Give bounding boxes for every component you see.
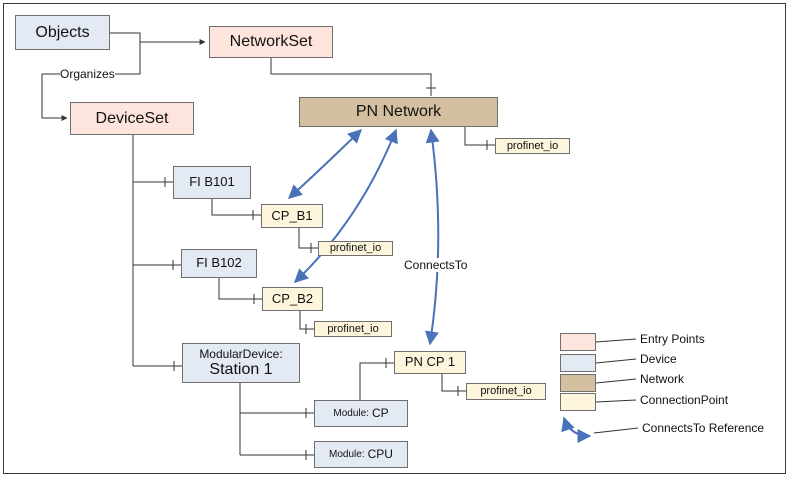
- organizes-label: Organizes: [60, 67, 115, 81]
- module-cp-node: Module: CP: [314, 400, 408, 427]
- deviceset-node: DeviceSet: [70, 102, 194, 135]
- networkset-to-pn-network-line: [270, 58, 432, 96]
- modular-device-node: ModularDevice: Station 1: [182, 343, 300, 383]
- legend-swatch-entry: [560, 333, 596, 351]
- modular-device-type: ModularDevice:: [199, 346, 283, 361]
- fib101-node: FI B101: [173, 166, 251, 199]
- fib102-node: FI B102: [181, 249, 257, 278]
- cpb1-profinet-node: profinet_io: [318, 241, 393, 256]
- legend-label-network: Network: [640, 372, 685, 386]
- networkset-node: NetworkSet: [209, 26, 333, 58]
- organizes-line: [41, 42, 141, 121]
- cpb2-node: CP_B2: [262, 287, 323, 311]
- connects-to-label: ConnectsTo: [404, 258, 468, 272]
- pn-network-profinet-node: profinet_io: [495, 138, 570, 154]
- diagram-frame: [3, 3, 786, 474]
- pn-cp1-node: PN CP 1: [394, 351, 466, 374]
- legend-swatch-device: [560, 354, 596, 372]
- pn-network-prop-line: [464, 127, 495, 146]
- fib102-to-cpb2-line: [218, 278, 262, 300]
- legend-label-connects-to-reference: ConnectsTo Reference: [642, 421, 765, 435]
- pn-cp1-profinet-node: profinet_io: [466, 383, 546, 400]
- module-cp-to-pncp1-line: [359, 362, 394, 400]
- connects-to-arrow-cpb2: [293, 128, 398, 283]
- pncp1-prop-line: [441, 374, 466, 392]
- legend-label-device: Device: [640, 352, 677, 366]
- cpb2-prop-line: [299, 311, 314, 330]
- legend-label-connection-point: ConnectionPoint: [640, 393, 729, 407]
- objects-to-networkset-line: [110, 32, 206, 45]
- legend-swatch-connection-point: [560, 393, 596, 411]
- cpb2-profinet-node: profinet_io: [314, 321, 392, 337]
- pn-network-node: PN Network: [299, 97, 498, 127]
- fib101-to-cpb1-line: [211, 199, 261, 216]
- connects-to-arrow-cpb1: [287, 129, 363, 199]
- legend-swatch-network: [560, 374, 596, 392]
- cpb1-prop-line: [298, 228, 318, 249]
- objects-node: Objects: [15, 15, 110, 50]
- modular-device-name: Station 1: [209, 360, 273, 378]
- cpb1-node: CP_B1: [261, 204, 323, 228]
- connects-to-arrow-pncp1: [424, 128, 440, 346]
- module-cpu-node: Module: CPU: [314, 441, 408, 468]
- legend-reference-arrow: [561, 416, 592, 443]
- legend-label-entry-points: Entry Points: [640, 332, 705, 346]
